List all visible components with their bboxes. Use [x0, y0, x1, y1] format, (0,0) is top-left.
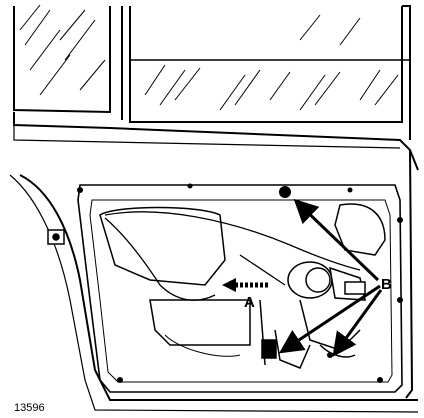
- window-motor: [287, 261, 366, 301]
- fixing-points: [77, 183, 403, 383]
- arrow-a: [222, 278, 268, 292]
- arrows-b: [279, 198, 383, 357]
- label-b: B: [381, 276, 392, 293]
- label-a: A: [244, 294, 255, 311]
- inner-panel: [77, 184, 403, 393]
- panel-openings: [99, 203, 386, 357]
- door-shell: [9, 112, 419, 413]
- door-lock: [47, 229, 65, 245]
- reference-number: 13596: [14, 402, 45, 414]
- regulator-cable: [104, 211, 361, 301]
- window-glass: [13, 5, 411, 140]
- glass-reflections: [19, 4, 399, 111]
